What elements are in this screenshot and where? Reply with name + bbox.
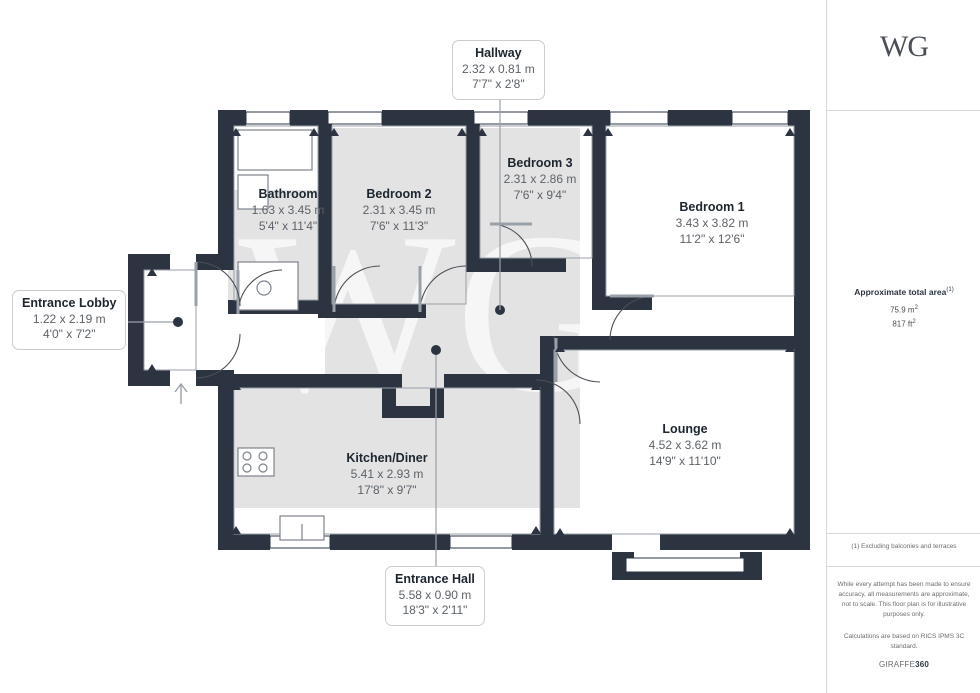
entry-arrow [174,382,188,404]
room-name-lounge: Lounge [662,422,708,436]
windows [245,111,789,573]
room-metric-bedroom1: 3.43 x 3.82 m [675,216,749,231]
room-label-kitchen-diner: Kitchen/Diner 5.41 x 2.93 m 17'8" x 9'7" [320,450,454,499]
footnote-text: (1) Excluding balconies and terraces [851,543,957,550]
room-name-bedroom2: Bedroom 2 [366,187,432,201]
info-sidebar: WG Approximate total area(1) 75.9 m2 817… [826,0,980,693]
room-imperial-hallway: 7'7" x 2'8" [472,77,525,92]
room-label-entrance-lobby: Entrance Lobby 1.22 x 2.19 m 4'0" x 7'2" [12,290,127,350]
giraffe360-brand: GIRAFFE360 [827,660,980,669]
room-imperial-bedroom1: 11'2" x 12'6" [679,232,745,247]
room-label-lounge: Lounge 4.52 x 3.62 m 14'9" x 11'10" [620,421,750,470]
room-imperial-entrance-lobby: 4'0" x 7'2" [43,327,96,342]
brand-suffix: 360 [915,660,930,669]
total-area-title: Approximate total area(1) [827,287,980,297]
total-area-metric-value: 75.9 m [890,305,915,315]
room-imperial-bathroom: 5'4" x 11'4" [258,219,318,234]
door-swings [194,222,655,425]
dimension-markers [147,128,795,536]
room-metric-entrance-lobby: 1.22 x 2.19 m [32,311,106,326]
room-label-bedroom1: Bedroom 1 3.43 x 3.82 m 11'2" x 12'6" [648,199,776,248]
wg-logo: WG [880,30,929,63]
floorplan-drawing: WG [128,95,810,580]
total-area-imperial: 817 ft2 [827,319,980,329]
room-imperial-kitchen-diner: 17'8" x 9'7" [357,483,417,498]
total-area-footnote-marker: (1) [946,287,954,294]
bathroom-fixtures [237,129,313,311]
room-label-bedroom2: Bedroom 2 2.31 x 3.45 m 7'6" x 11'3" [337,186,461,235]
sidebar-divider-middle [827,533,980,534]
total-area-metric: 75.9 m2 [827,305,980,315]
brand-prefix: GIRAFFE [878,660,916,669]
room-imperial-bedroom2: 7'6" x 11'3" [369,219,429,234]
room-metric-bedroom3: 2.31 x 2.86 m [503,172,577,187]
room-label-bathroom: Bathroom 1.63 x 3.45 m 5'4" x 11'4" [228,186,348,235]
total-area-metric-unit-sup: 2 [914,305,918,311]
disclaimer-text: While every attempt has been made to ens… [837,581,971,619]
room-metric-lounge: 4.52 x 3.62 m [648,438,722,453]
room-label-hallway: Hallway 2.32 x 0.81 m 7'7" x 2'8" [452,40,545,100]
room-name-entrance-lobby: Entrance Lobby [22,296,117,310]
room-name-entrance-hall: Entrance Hall [395,572,475,586]
walls [128,110,810,580]
room-imperial-lounge: 14'9" x 11'10" [649,454,721,469]
floorplan-canvas: WG [12,40,810,626]
room-imperial-bedroom3: 7'6" x 9'4" [513,188,567,203]
wall-outlines [143,125,795,535]
standard-text: Calculations are based on RICS IPMS 3C s… [843,633,965,651]
room-label-entrance-hall: Entrance Hall 5.58 x 0.90 m 18'3" x 2'11… [385,566,485,626]
room-metric-bathroom: 1.63 x 3.45 m [251,203,325,218]
sidebar-divider-bottom [827,566,980,567]
room-name-kitchen-diner: Kitchen/Diner [346,451,428,465]
room-metric-hallway: 2.32 x 0.81 m [462,61,535,76]
room-name-bedroom1: Bedroom 1 [679,200,745,214]
room-name-bathroom: Bathroom [258,187,318,201]
room-name-bedroom3: Bedroom 3 [507,156,573,170]
room-name-hallway: Hallway [475,46,522,60]
room-metric-bedroom2: 2.31 x 3.45 m [362,203,436,218]
kitchen-fixtures [237,447,325,541]
room-imperial-entrance-hall: 18'3" x 2'11" [402,603,468,618]
sidebar-divider-top [827,110,980,111]
leader-lines [128,95,505,580]
room-label-bedroom3: Bedroom 3 2.31 x 2.86 m 7'6" x 9'4" [478,155,602,204]
total-area-imperial-unit-sup: 2 [912,319,916,325]
room-metric-kitchen-diner: 5.41 x 2.93 m [350,467,424,482]
room-metric-entrance-hall: 5.58 x 0.90 m [398,587,472,602]
total-area-imperial-value: 817 ft [892,319,913,329]
total-area-title-text: Approximate total area [854,287,947,297]
